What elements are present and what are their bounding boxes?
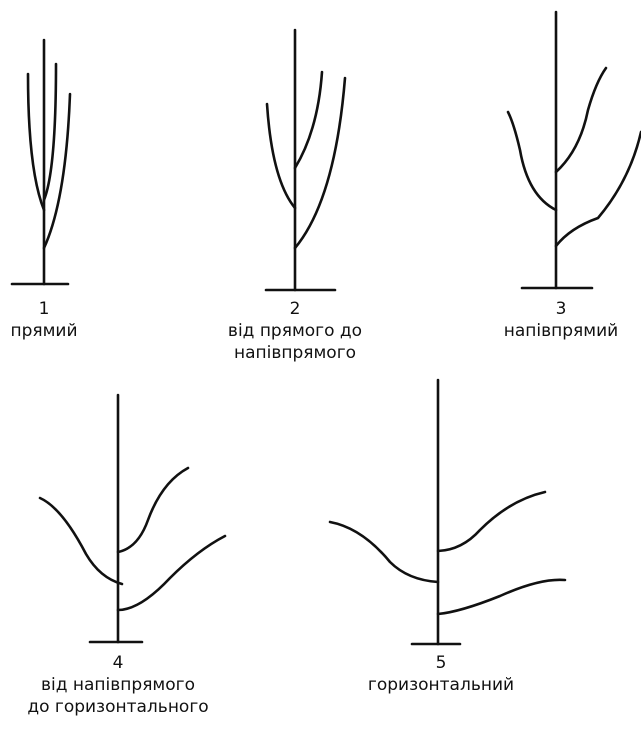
caption-figure-5: 5 горизонтальний (356, 652, 526, 696)
caption-figure-1: 1 прямий (0, 298, 88, 342)
upper-right-branch (295, 72, 322, 168)
lower-branch (295, 78, 345, 248)
figure-label-line-2: напівпрямого (205, 342, 385, 364)
lower-right-branch (118, 536, 225, 610)
tree-figure-3 (508, 12, 641, 288)
figure-label: горизонтальний (356, 674, 526, 696)
left-branch (508, 112, 556, 210)
figure-label: напівпрямий (491, 320, 631, 342)
upper-left-branch (28, 74, 44, 210)
figure-number: 4 (18, 652, 218, 674)
figure-label-line-1: від напівпрямого (18, 674, 218, 696)
upper-right-branch (44, 64, 56, 200)
tree-figure-1 (12, 40, 70, 284)
left-branch (330, 522, 438, 582)
upper-right-branch (556, 68, 606, 172)
tree-figure-4 (40, 395, 225, 642)
lower-branch (556, 132, 641, 246)
figure-number: 5 (356, 652, 526, 674)
figure-number: 3 (491, 298, 631, 320)
upper-right-branch (438, 492, 545, 551)
tree-figure-5 (330, 380, 565, 644)
tree-figure-2 (266, 30, 345, 290)
upper-left-branch (267, 104, 295, 208)
figure-label: прямий (0, 320, 88, 342)
figure-number: 2 (205, 298, 385, 320)
left-branch (40, 498, 122, 584)
figure-label-line-2: до горизонтального (18, 696, 218, 718)
caption-figure-3: 3 напівпрямий (491, 298, 631, 342)
caption-figure-4: 4 від напівпрямого до горизонтального (18, 652, 218, 718)
lower-right-branch (438, 580, 565, 614)
lower-branch (44, 94, 70, 248)
figure-label-line-1: від прямого до (205, 320, 385, 342)
caption-figure-2: 2 від прямого до напівпрямого (205, 298, 385, 364)
figure-number: 1 (0, 298, 88, 320)
upper-right-branch (118, 468, 188, 552)
